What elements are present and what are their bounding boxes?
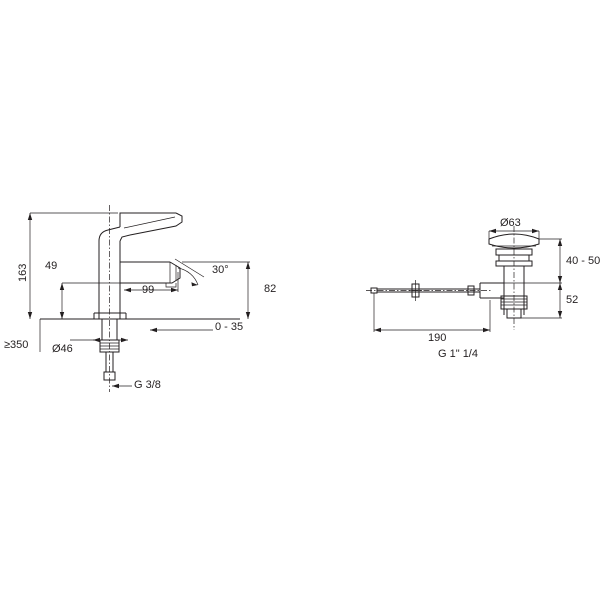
dim-label-height-163: 163 — [17, 263, 29, 282]
dim-label-hole-dia-46: Ø46 — [52, 343, 73, 355]
dim-label-connection-g38: G 3/8 — [134, 379, 161, 391]
dim-label-spout-reach-99: 99 — [142, 284, 155, 296]
dim-label-hose-min-350: ≥350 — [4, 339, 29, 351]
dim-label-body-height-52: 52 — [566, 294, 579, 306]
waste-dimension-lines — [373, 228, 563, 333]
dim-label-rod-length-190: 190 — [428, 332, 447, 344]
dim-label-waste-thread-g1-1-4: G 1" 1/4 — [438, 348, 478, 360]
waste-geometry — [366, 226, 540, 330]
dim-label-thread-reach-0-35: 0 - 35 — [215, 321, 244, 333]
dim-label-spout-height-49: 49 — [45, 260, 58, 272]
dim-label-flange-dia-63: Ø63 — [500, 217, 521, 229]
tap-dimension-lines — [27, 212, 251, 389]
dim-label-adjust-40-50: 40 - 50 — [566, 255, 600, 267]
tap-geometry — [40, 205, 240, 392]
dim-label-lever-angle-30: 30° — [212, 264, 229, 276]
dim-label-depth-82: 82 — [264, 283, 277, 295]
